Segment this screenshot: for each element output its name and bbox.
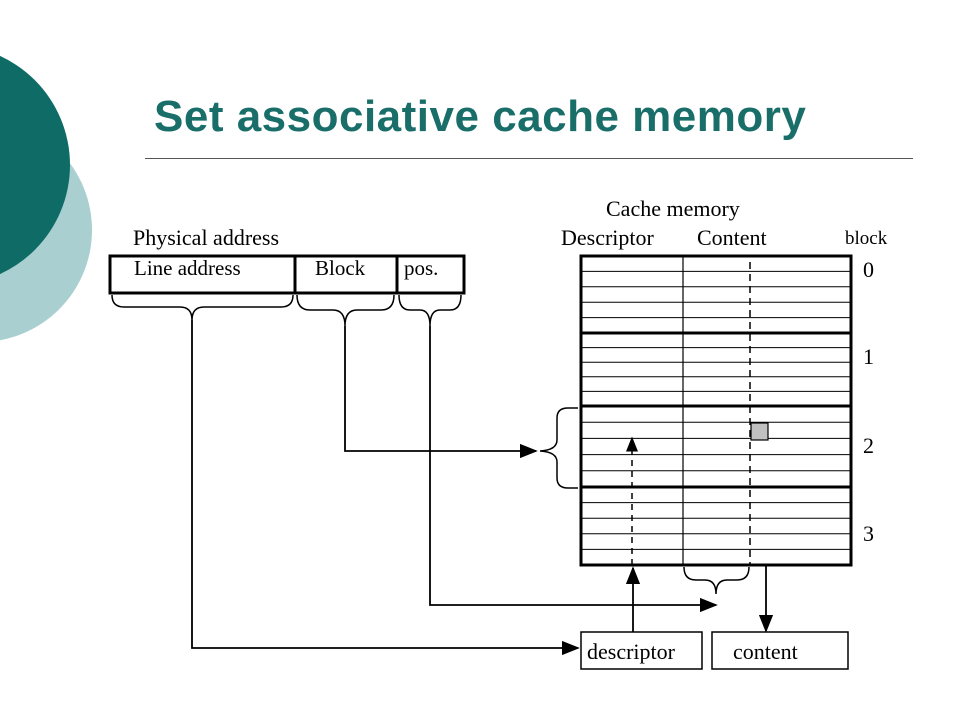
content-brace — [683, 566, 750, 595]
brace-pos — [398, 294, 462, 327]
field-line-address: Line address — [134, 256, 241, 280]
brace-block — [296, 294, 395, 327]
content-output-label: content — [733, 639, 798, 664]
cache-outline — [579, 254, 853, 567]
field-pos: pos. — [404, 256, 438, 280]
brace-line-address — [111, 294, 294, 321]
physical-address-label: Physical address — [133, 225, 279, 250]
slide-title: Set associative cache memory — [154, 92, 807, 141]
cache-memory-label: Cache memory — [606, 196, 740, 221]
pos-select-arrow — [429, 326, 718, 613]
dark-circle — [0, 55, 70, 275]
content-output-box — [711, 631, 849, 670]
descriptor-output-box — [580, 631, 703, 670]
content-column-label: Content — [697, 225, 767, 250]
descriptor-output-label: descriptor — [587, 639, 676, 664]
selected-content-cell — [750, 422, 769, 441]
block-select-arrow — [344, 326, 538, 459]
physical-address-box — [108, 254, 466, 295]
block-number-0: 0 — [863, 257, 874, 282]
block-number-1: 1 — [863, 344, 874, 369]
field-block: Block — [315, 256, 366, 280]
selected-set-brace — [539, 407, 578, 489]
descriptor-column-label: Descriptor — [561, 225, 655, 250]
block-number-3: 3 — [863, 521, 874, 546]
line-address-arrow — [191, 320, 580, 656]
block-column-label: block — [845, 228, 888, 249]
title-underline — [145, 158, 913, 159]
cache-lines — [581, 270, 851, 550]
block-number-2: 2 — [863, 433, 874, 458]
cache-grid — [579, 254, 853, 567]
